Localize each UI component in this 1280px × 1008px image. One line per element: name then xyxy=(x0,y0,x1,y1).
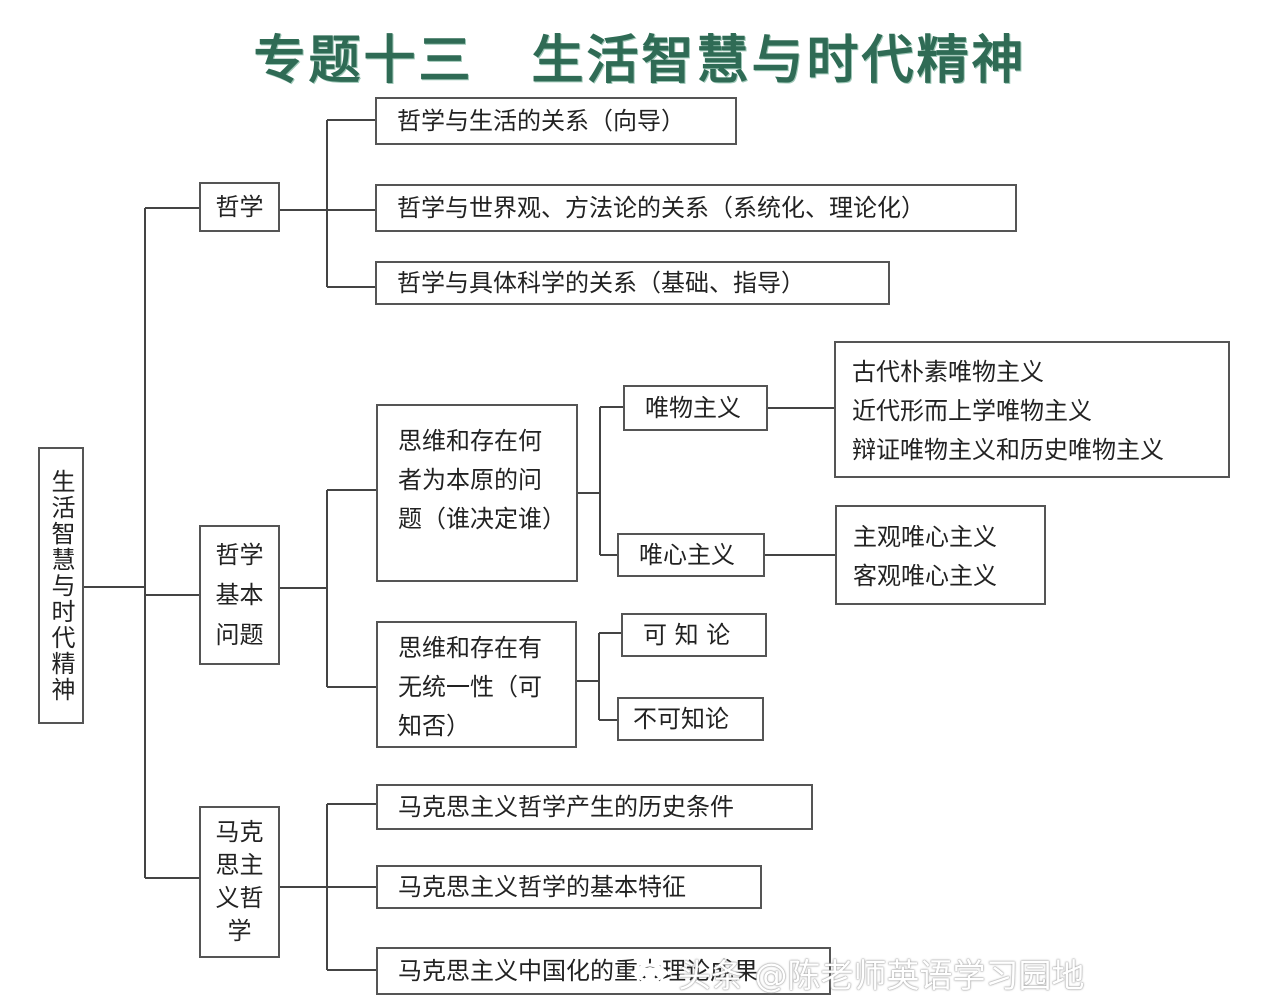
node-idealism: 唯心主义 xyxy=(617,533,765,577)
question-identity: 思维和存在有无统一性（可知否） xyxy=(376,621,577,748)
node-marxism: 马克思主义哲学 xyxy=(199,806,280,958)
title-topic-name: 生活智慧与时代精神 xyxy=(531,31,1027,91)
philosophy-item-life: 哲学与生活的关系（向导） xyxy=(375,97,737,145)
materialism-forms: 古代朴素唯物主义 近代形而上学唯物主义 辩证唯物主义和历史唯物主义 xyxy=(834,341,1230,478)
idealism-forms: 主观唯心主义 客观唯心主义 xyxy=(835,505,1046,605)
marxism-item-history: 马克思主义哲学产生的历史条件 xyxy=(376,784,813,830)
node-materialism: 唯物主义 xyxy=(623,385,768,431)
page-title: 专题十三生活智慧与时代精神 xyxy=(0,18,1280,93)
marxism-item-features: 马克思主义哲学的基本特征 xyxy=(376,865,762,909)
idealism-form-subjective: 主观唯心主义 xyxy=(853,523,997,551)
idealism-form-objective: 客观唯心主义 xyxy=(853,562,997,590)
materialism-form-metaphysical: 近代形而上学唯物主义 xyxy=(852,397,1092,425)
watermark: 头条 @陈老师英语学习园地 xyxy=(630,945,1280,1001)
node-philosophy: 哲学 xyxy=(199,182,280,232)
watermark-text: 头条 @陈老师英语学习园地 xyxy=(678,956,1085,995)
node-knowable: 可 知 论 xyxy=(621,613,767,657)
node-unknowable: 不可知论 xyxy=(617,697,764,741)
materialism-form-dialectical: 辩证唯物主义和历史唯物主义 xyxy=(852,436,1164,464)
eye-logo-icon xyxy=(630,963,670,983)
marxism-item-china: 马克思主义中国化的重大理论成果 xyxy=(376,947,831,995)
philosophy-item-worldview: 哲学与世界观、方法论的关系（系统化、理论化） xyxy=(375,184,1017,232)
question-origin: 思维和存在何者为本原的问题（谁决定谁） xyxy=(376,404,578,582)
materialism-form-ancient: 古代朴素唯物主义 xyxy=(852,358,1044,386)
philosophy-item-science: 哲学与具体科学的关系（基础、指导） xyxy=(375,261,890,305)
node-basic-question: 哲学基本问题 xyxy=(199,525,280,665)
root-node: 生活智慧与时代精神 xyxy=(38,447,84,724)
title-topic-number: 专题十三 xyxy=(253,31,474,91)
